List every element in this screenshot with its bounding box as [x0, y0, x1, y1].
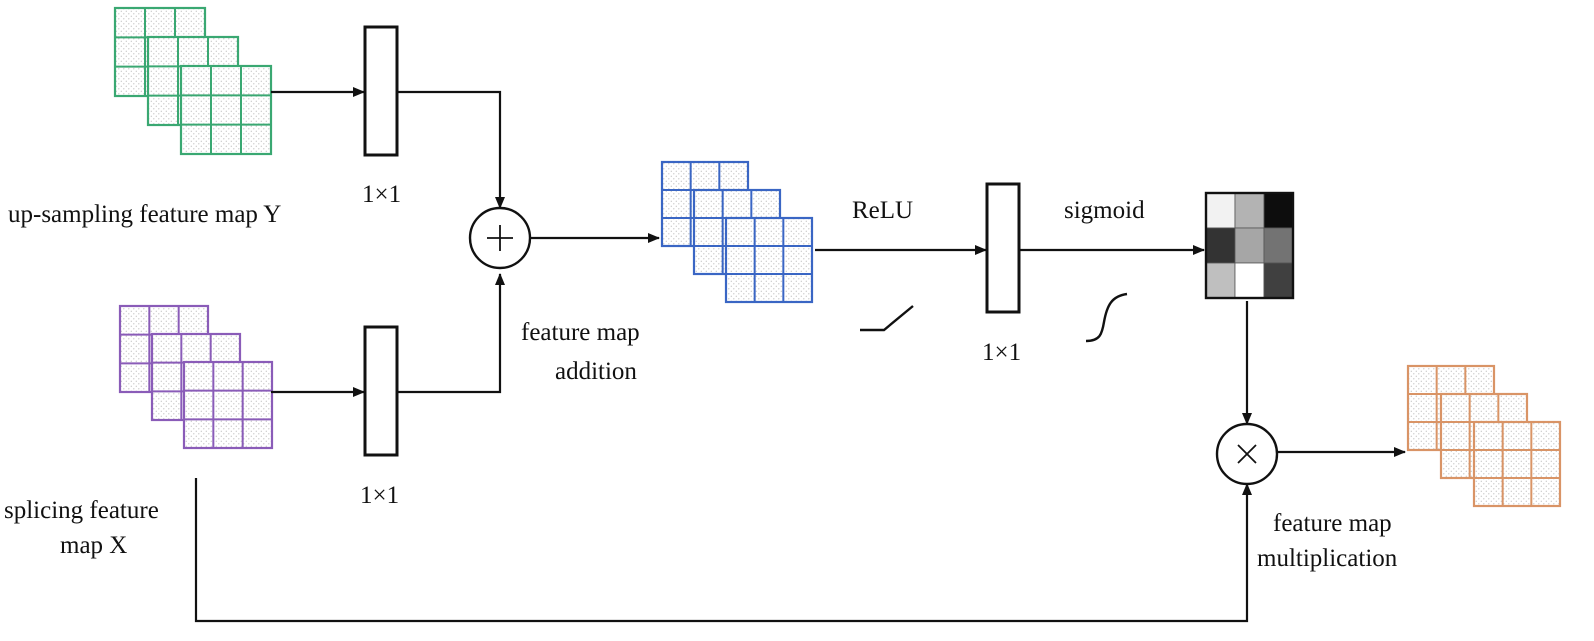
feature-map-stack-y-sheet	[179, 64, 273, 156]
connections	[194, 87, 1406, 623]
line-conv-x-to-add	[397, 273, 505, 394]
relu-curve-icon	[860, 305, 914, 332]
attention-cell	[1205, 262, 1236, 299]
line-skip-x-to-multiply	[194, 478, 1252, 623]
attention-cell	[1263, 262, 1294, 299]
line-conv-y-to-add	[397, 90, 505, 209]
attention-weight-map	[1204, 191, 1295, 300]
addition-operator-icon	[468, 206, 532, 270]
attention-map-border	[1204, 191, 1295, 300]
addition-label-line2: addition	[555, 358, 637, 385]
attention-cell	[1234, 192, 1265, 229]
addition-label-line1: feature map	[521, 319, 640, 346]
multiplication-label-line2: multiplication	[1257, 545, 1398, 572]
sigmoid-label: sigmoid	[1064, 197, 1145, 224]
feature-map-stack-output	[1406, 364, 1562, 508]
feature-map-stack-output-sheet	[1472, 420, 1562, 508]
conv-mid-label: 1×1	[982, 339, 1021, 366]
multiplication-operator-icon	[1215, 422, 1279, 486]
feature-map-stack-x-sheet	[182, 360, 274, 450]
feature-map-stack-x	[118, 304, 274, 450]
feature-map-stack-y	[113, 6, 273, 156]
feature-map-stack-added	[660, 160, 814, 304]
upsampling-feature-map-label: up-sampling feature map Y	[8, 201, 281, 228]
attention-cell	[1205, 227, 1236, 264]
attention-cell	[1205, 192, 1236, 229]
attention-cell	[1234, 262, 1265, 299]
conv-x-label: 1×1	[360, 482, 399, 509]
splicing-feature-map-label-line1: splicing feature	[4, 497, 159, 524]
splicing-feature-map-label-line2: map X	[60, 532, 127, 559]
conv-1x1-box-mid	[985, 182, 1021, 314]
attention-cell	[1234, 227, 1265, 264]
feature-map-stack-added-sheet	[724, 216, 814, 304]
conv-1x1-box-y	[363, 25, 399, 157]
multiplication-label-line1: feature map	[1273, 510, 1392, 537]
conv-y-label: 1×1	[362, 181, 401, 208]
attention-cell	[1263, 192, 1294, 229]
sigmoid-curve-icon	[1085, 292, 1128, 343]
conv-1x1-box-x	[363, 325, 399, 457]
attention-cell	[1263, 227, 1294, 264]
relu-label: ReLU	[852, 197, 913, 224]
